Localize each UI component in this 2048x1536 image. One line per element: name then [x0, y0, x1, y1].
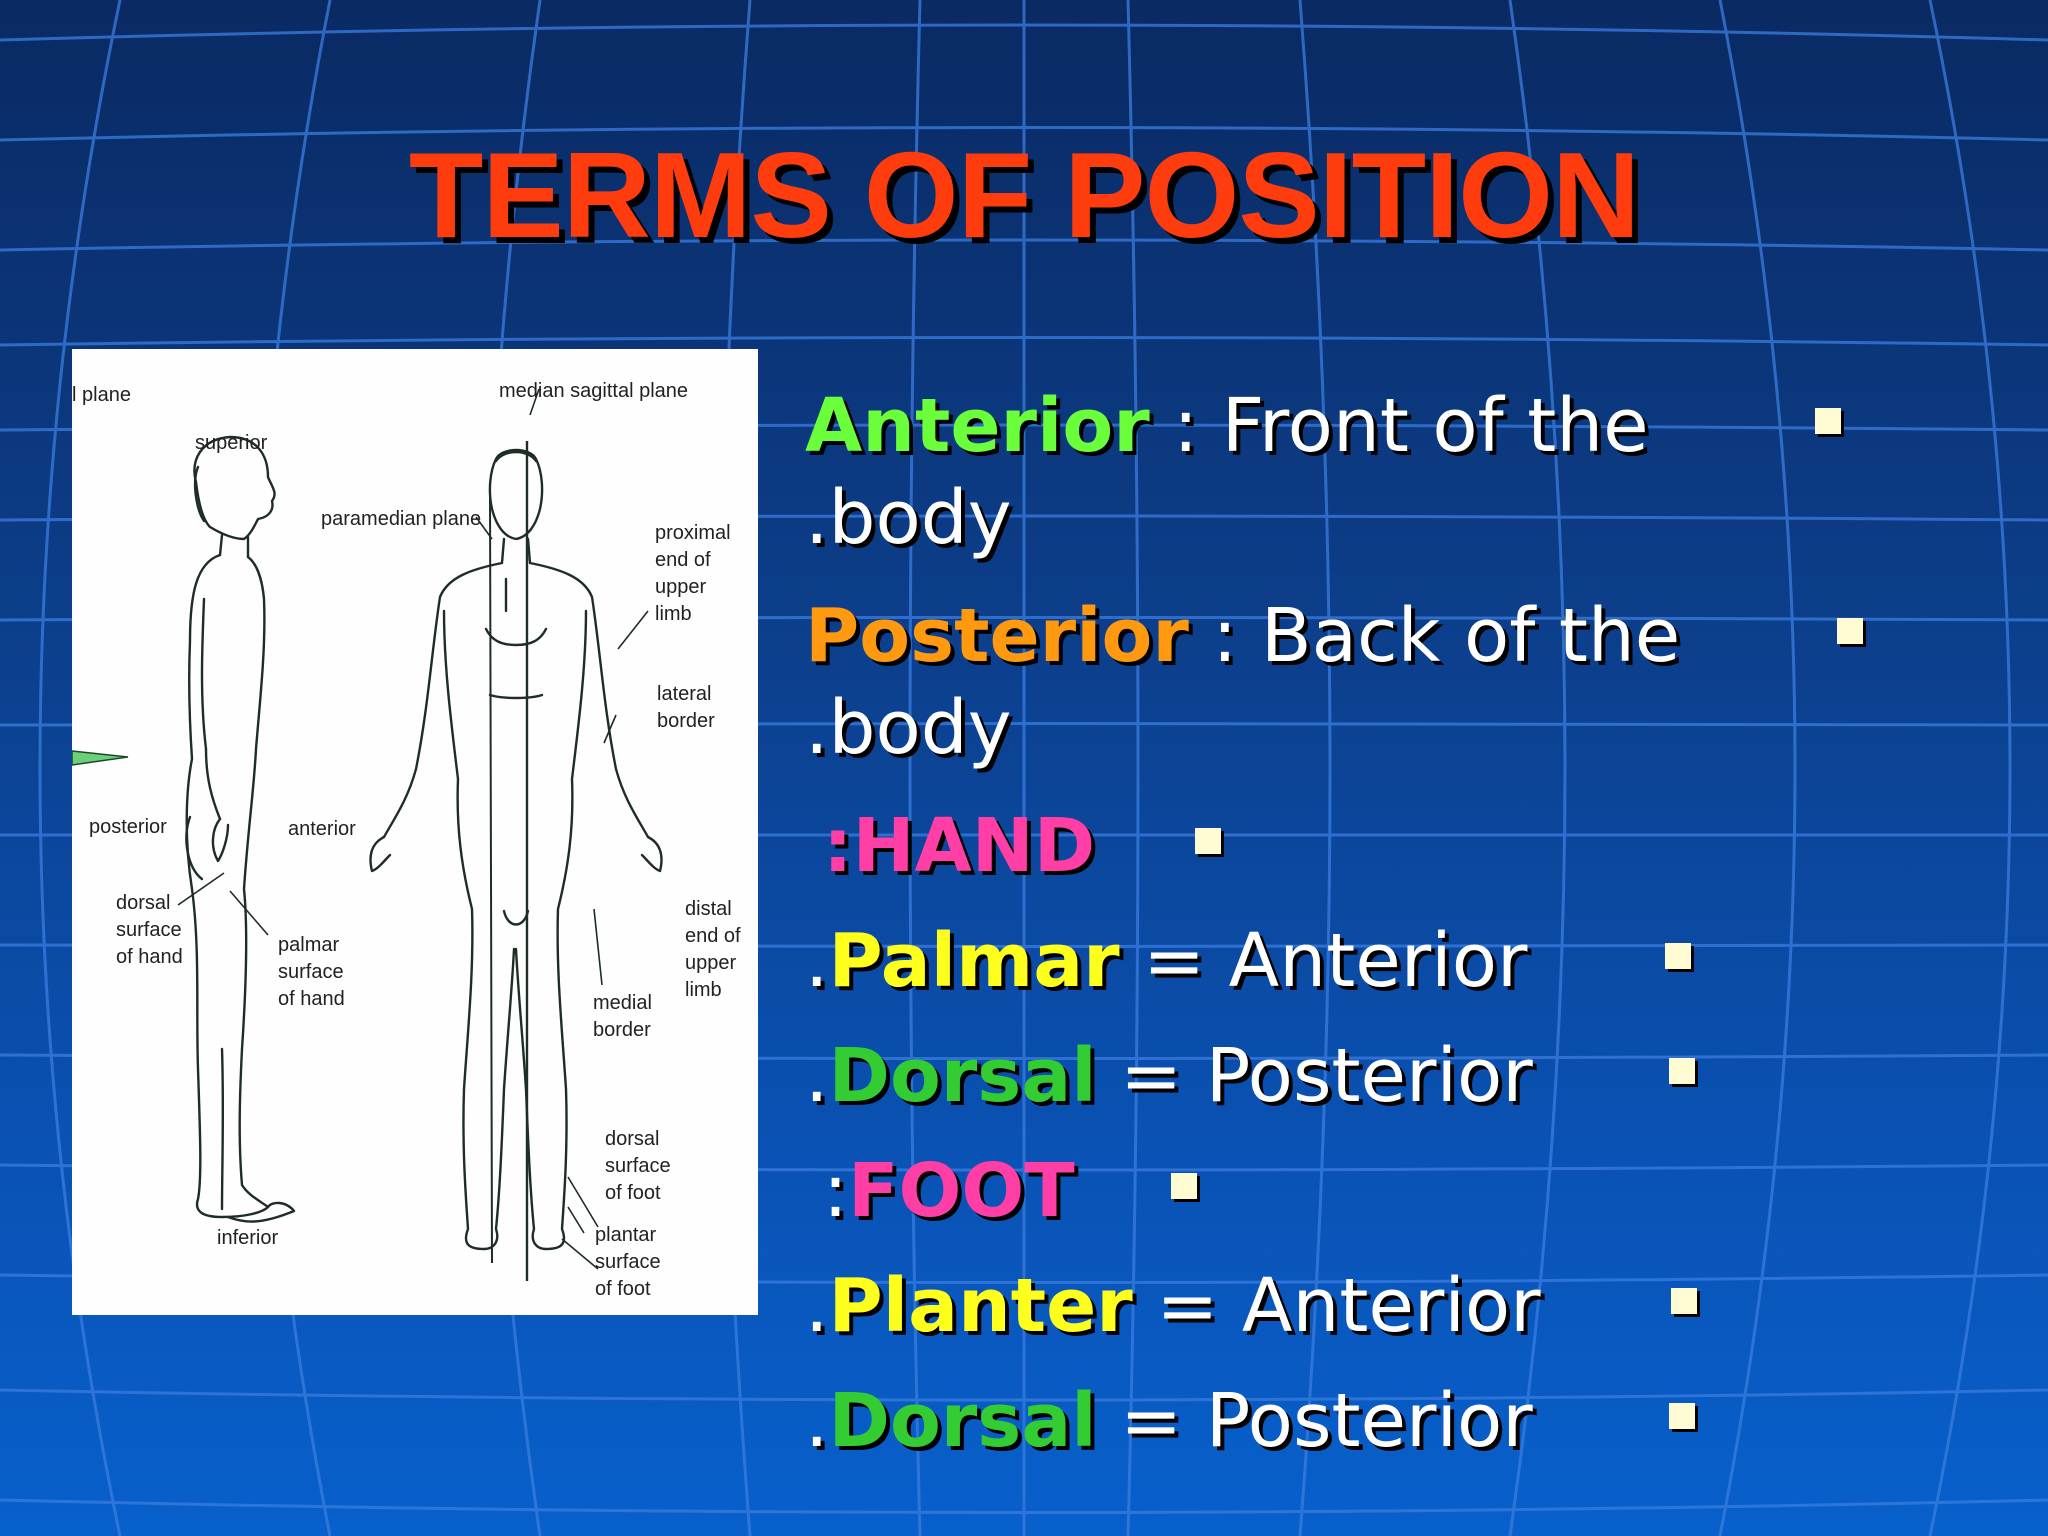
label-proximal-4: limb: [655, 603, 692, 625]
label-proximal-2: end of: [655, 549, 711, 571]
label-proximal-1: proximal: [655, 522, 731, 544]
label-plantar-2: surface: [595, 1251, 661, 1273]
term-anterior: Anterior: [805, 383, 1150, 469]
bullet-square-icon: [1195, 828, 1221, 854]
label-anterior: anterior: [288, 818, 356, 840]
label-dorsal-foot-2: surface: [605, 1155, 671, 1177]
label-dorsal-foot-1: dorsal: [605, 1128, 659, 1150]
line-posterior-continued: .body: [805, 682, 1012, 774]
term-planter: Planter: [828, 1263, 1133, 1349]
bullet-square-icon: [1837, 618, 1863, 644]
term-dorsal-foot: Dorsal: [828, 1378, 1097, 1464]
term-dorsal-hand: Dorsal: [828, 1033, 1097, 1119]
label-superior: superior: [195, 432, 268, 454]
bullet-square-icon: [1671, 1288, 1697, 1314]
line-prefix: .body: [805, 685, 1012, 771]
label-plantar-1: plantar: [595, 1224, 656, 1246]
label-plantar-3: of foot: [595, 1278, 651, 1300]
label-distal-2: end of: [685, 925, 741, 947]
line-prefix: :: [823, 1148, 848, 1234]
label-dorsal-hand-2: surface: [116, 919, 182, 941]
label-palmar-2: surface: [278, 961, 344, 983]
label-dorsal-hand-1: dorsal: [116, 892, 170, 914]
term-posterior: Posterior: [805, 593, 1189, 679]
label-median-sagittal-plane: median sagittal plane: [499, 380, 688, 402]
label-dorsal-foot-3: of foot: [605, 1182, 661, 1204]
line-dorsal-foot: .Dorsal = Posterior: [805, 1375, 1533, 1467]
bullet-square-icon: [1815, 408, 1841, 434]
label-palmar-3: of hand: [278, 988, 345, 1010]
label-distal-1: distal: [685, 898, 732, 920]
label-distal-3: upper: [685, 952, 736, 974]
label-lateral-2: border: [657, 710, 715, 732]
line-posterior: Posterior : Back of the: [805, 590, 1680, 682]
label-inferior: inferior: [217, 1227, 278, 1249]
line-definition: = Anterior: [1119, 918, 1528, 1004]
line-anterior-continued: .body: [805, 472, 1012, 564]
label-dorsal-hand-3: of hand: [116, 946, 183, 968]
slide-title: TERMS OF POSITION: [408, 127, 1640, 263]
line-definition: = Posterior: [1096, 1378, 1533, 1464]
line-definition: = Anterior: [1132, 1263, 1541, 1349]
bullet-square-icon: [1171, 1173, 1197, 1199]
bullet-square-icon: [1669, 1058, 1695, 1084]
line-dorsal-hand: .Dorsal = Posterior: [805, 1030, 1533, 1122]
line-prefix: .: [805, 1378, 829, 1464]
line-prefix: .body: [805, 475, 1012, 561]
line-definition: = Posterior: [1096, 1033, 1533, 1119]
term-hand: :HAND: [823, 803, 1096, 889]
line-anterior: Anterior : Front of the: [805, 380, 1649, 472]
label-lateral-1: lateral: [657, 683, 711, 705]
line-palmar: .Palmar = Anterior: [805, 915, 1527, 1007]
line-foot-heading: :FOOT: [823, 1145, 1075, 1237]
label-medial-2: border: [593, 1019, 651, 1041]
label-palmar-1: palmar: [278, 934, 339, 956]
line-definition: : Back of the: [1188, 593, 1681, 679]
line-hand-heading: :HAND: [823, 800, 1095, 892]
term-foot: FOOT: [847, 1148, 1075, 1234]
label-distal-4: limb: [685, 979, 722, 1001]
label-paramedian-plane: paramedian plane: [321, 508, 481, 530]
line-prefix: .: [805, 1263, 829, 1349]
bullet-square-icon: [1665, 943, 1691, 969]
line-prefix: .: [805, 918, 829, 1004]
line-definition: : Front of the: [1149, 383, 1649, 469]
term-palmar: Palmar: [828, 918, 1120, 1004]
label-proximal-3: upper: [655, 576, 706, 598]
label-medial-1: medial: [593, 992, 652, 1014]
label-plane: l plane: [72, 384, 131, 406]
bullet-square-icon: [1669, 1403, 1695, 1429]
line-planter: .Planter = Anterior: [805, 1260, 1541, 1352]
line-prefix: .: [805, 1033, 829, 1119]
anatomical-position-figure: l plane median sagittal plane superior p…: [72, 349, 758, 1315]
anatomy-illustration: l plane median sagittal plane superior p…: [72, 380, 741, 1300]
label-posterior: posterior: [89, 816, 167, 838]
